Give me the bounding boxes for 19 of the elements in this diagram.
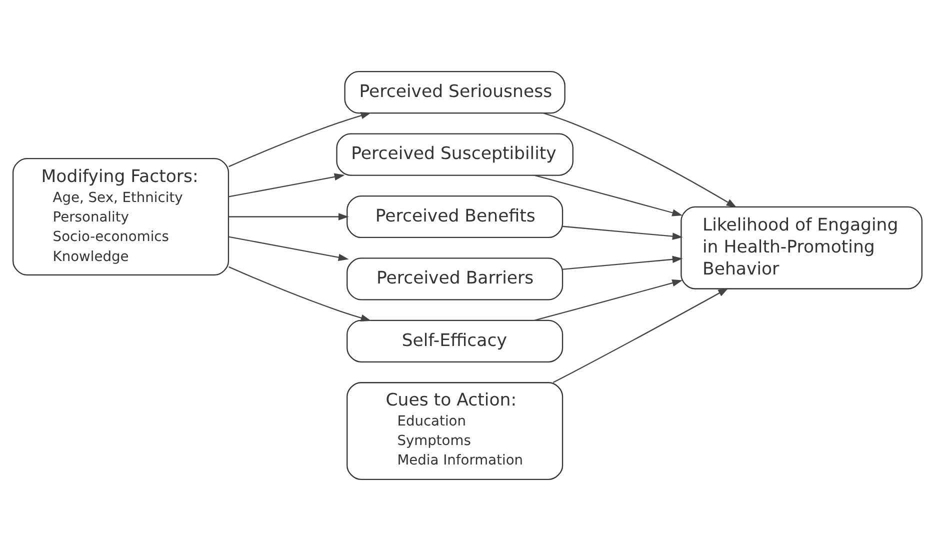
arrow (552, 288, 728, 383)
node-box: Perceived Benefits (346, 194, 564, 238)
arrow (228, 212, 349, 220)
arrow (228, 266, 372, 321)
node-box: Likelihood of Engaging in Health-Promoting Behavior (680, 206, 923, 289)
arrow (228, 172, 345, 197)
arrow (534, 174, 683, 216)
arrow (562, 255, 683, 270)
node-box: Perceived Susceptibility (336, 132, 574, 176)
node-box: Self-Efficacy (346, 319, 564, 362)
arrow (534, 278, 683, 320)
arrow (562, 225, 683, 240)
arrow (228, 112, 372, 167)
arrow (228, 236, 349, 260)
node-box: Perceived Barriers (346, 257, 564, 300)
node-box: Modifying Factors: Age, Sex, Ethnicity Personality Socio-economics Knowledge (12, 158, 230, 275)
arrow (543, 112, 737, 208)
node-box: Perceived Seriousness (344, 70, 566, 114)
node-box: Cues to Action: Education Symptoms Media Information (346, 382, 564, 480)
